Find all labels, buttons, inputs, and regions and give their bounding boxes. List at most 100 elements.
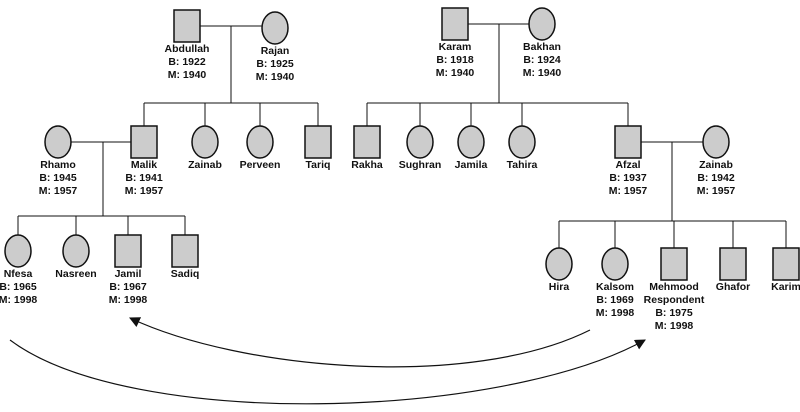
female-symbol-rhamo xyxy=(44,125,72,159)
person-name: Nfesa xyxy=(3,268,33,280)
person-label-hira: Hira xyxy=(549,281,569,294)
person-born: B: 1945 xyxy=(39,172,77,184)
person-married: M: 1940 xyxy=(167,69,207,81)
male-symbol-tariq xyxy=(304,125,332,159)
person-name: Afzal xyxy=(615,159,641,171)
female-symbol-rajan xyxy=(261,11,289,45)
person-label-nasreen: Nasreen xyxy=(55,268,96,281)
person-born: B: 1937 xyxy=(609,172,647,184)
person-name: Rakha xyxy=(351,159,383,171)
person-name: Rhamo xyxy=(40,159,76,171)
person-name: Abdullah xyxy=(164,43,210,55)
person-label-karim: Karim xyxy=(771,281,800,294)
female-symbol-bakhan xyxy=(528,7,556,41)
person-married: M: 1998 xyxy=(108,294,148,306)
male-symbol-karim xyxy=(772,247,800,281)
female-symbol-jamila xyxy=(457,125,485,159)
person-married: M: 1940 xyxy=(255,71,295,83)
person-name: Rajan xyxy=(260,45,290,57)
male-symbol-mehmood xyxy=(660,247,688,281)
female-symbol-tahira xyxy=(508,125,536,159)
person-label-sadiq: Sadiq xyxy=(171,268,200,281)
person-name: Karam xyxy=(438,41,472,53)
person-married: M: 1957 xyxy=(608,185,648,197)
person-name: Perveen xyxy=(239,159,281,171)
person-name: Zainab xyxy=(188,159,222,171)
person-born: B: 1967 xyxy=(109,281,147,293)
person-married: M: 1998 xyxy=(0,294,38,306)
person-name: Tahira xyxy=(506,159,538,171)
marriage-exchange-arrow-to-jamil xyxy=(129,317,591,368)
marriage-exchange-arrow-to-mehmood xyxy=(9,339,646,405)
person-label-zainab1: Zainab xyxy=(188,159,222,172)
person-label-rakha: Rakha xyxy=(351,159,383,172)
male-symbol-rakha xyxy=(353,125,381,159)
person-married: M: 1940 xyxy=(522,67,562,79)
person-name: Mehmood xyxy=(649,281,699,293)
female-symbol-zainab2 xyxy=(702,125,730,159)
person-role: Respondent xyxy=(643,294,705,306)
person-born: B: 1941 xyxy=(125,172,163,184)
person-born: B: 1975 xyxy=(655,307,693,319)
person-label-jamila: Jamila xyxy=(455,159,488,172)
person-name: Nasreen xyxy=(55,268,97,280)
person-married: M: 1940 xyxy=(435,67,475,79)
person-label-perveen: Perveen xyxy=(240,159,281,172)
person-name: Bakhan xyxy=(523,41,561,53)
person-name: Jamil xyxy=(114,268,142,280)
female-symbol-nasreen xyxy=(62,234,90,268)
female-symbol-zainab1 xyxy=(191,125,219,159)
female-symbol-sughran xyxy=(406,125,434,159)
person-name: Sadiq xyxy=(170,268,200,280)
person-label-tahira: Tahira xyxy=(507,159,538,172)
person-name: Malik xyxy=(130,159,158,171)
female-symbol-kalsom xyxy=(601,247,629,281)
person-born: B: 1942 xyxy=(697,172,735,184)
person-name: Jamila xyxy=(454,159,488,171)
person-born: B: 1925 xyxy=(256,58,294,70)
male-symbol-malik xyxy=(130,125,158,159)
person-born: B: 1922 xyxy=(168,56,206,68)
person-born: B: 1924 xyxy=(523,54,561,66)
female-symbol-perveen xyxy=(246,125,274,159)
male-symbol-karam xyxy=(441,7,469,41)
person-label-ghafor: Ghafor xyxy=(716,281,750,294)
person-name: Zainab xyxy=(699,159,733,171)
person-label-sughran: Sughran xyxy=(399,159,442,172)
person-married: M: 1957 xyxy=(124,185,164,197)
male-symbol-afzal xyxy=(614,125,642,159)
person-name: Tariq xyxy=(305,159,331,171)
person-label-tariq: Tariq xyxy=(306,159,331,172)
person-married: M: 1957 xyxy=(696,185,736,197)
person-name: Sughran xyxy=(398,159,442,171)
female-symbol-nfesa xyxy=(4,234,32,268)
person-married: M: 1998 xyxy=(595,307,635,319)
person-born: B: 1969 xyxy=(596,294,634,306)
person-born: B: 1918 xyxy=(436,54,474,66)
person-married: M: 1998 xyxy=(654,320,694,332)
male-symbol-ghafor xyxy=(719,247,747,281)
person-name: Hira xyxy=(548,281,570,293)
female-symbol-hira xyxy=(545,247,573,281)
male-symbol-jamil xyxy=(114,234,142,268)
person-name: Ghafor xyxy=(715,281,751,293)
person-name: Karim xyxy=(771,281,800,293)
male-symbol-sadiq xyxy=(171,234,199,268)
person-born: B: 1965 xyxy=(0,281,37,293)
person-married: M: 1957 xyxy=(38,185,78,197)
person-name: Kalsom xyxy=(596,281,634,293)
male-symbol-abdullah xyxy=(173,9,201,43)
